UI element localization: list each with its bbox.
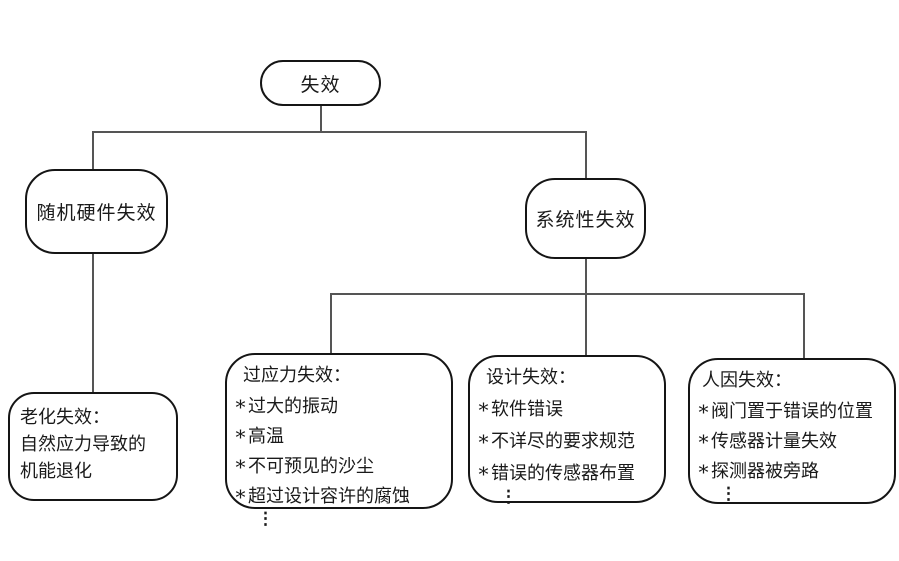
node-failure-root-label: 失效: [300, 73, 341, 96]
design-item-label: 错误的传感器布置: [491, 463, 635, 484]
design-item: *软件错误: [476, 393, 664, 425]
design-item-label: 不详尽的要求规范: [491, 431, 635, 452]
bullet-asterisk: *: [698, 430, 709, 454]
aging-failure-title: 老化失效：: [20, 407, 110, 428]
node-systematic-failure: 系统性失效: [525, 178, 646, 259]
connector-random-hardware-top: [92, 131, 94, 170]
connector-systematic-top: [585, 131, 587, 179]
overstress-item-label: 不可预见的沙尘: [248, 456, 374, 477]
human-item-label: 传感器计量失效: [711, 431, 837, 452]
human-failure-title: 人因失效：: [702, 370, 792, 391]
human-item: *传感器计量失效: [696, 426, 894, 456]
human-item-label: 探测器被旁路: [711, 461, 819, 482]
human-ellipsis: ⋮: [720, 484, 737, 504]
human-item: *探测器被旁路: [696, 456, 894, 486]
overstress-item: *高温: [233, 421, 451, 451]
node-design-failure: 设计失效： *软件错误 *不详尽的要求规范 *错误的传感器布置 ⋮: [468, 355, 666, 507]
connector-random-hardware-to-aging: [92, 252, 94, 393]
node-aging-failure: 老化失效： 自然应力导致的 机能退化: [8, 392, 178, 501]
human-item: *阀门置于错误的位置: [696, 396, 894, 426]
connector-level2-horizontal: [330, 293, 804, 295]
bullet-asterisk: *: [478, 398, 489, 422]
bullet-asterisk: *: [235, 485, 246, 509]
bullet-asterisk: *: [235, 455, 246, 479]
node-human-factor-failure: 人因失效： *阀门置于错误的位置 *传感器计量失效 *探测器被旁路 ⋮: [688, 358, 896, 504]
overstress-item-label: 高温: [248, 426, 284, 447]
overstress-item-label: 超过设计容许的腐蚀: [248, 486, 410, 507]
connector-systematic-to-design: [585, 257, 587, 356]
overstress-item: *超过设计容许的腐蚀: [233, 481, 451, 511]
design-ellipsis: ⋮: [500, 487, 517, 507]
aging-failure-line2: 机能退化: [20, 461, 92, 482]
bullet-asterisk: *: [235, 395, 246, 419]
bullet-asterisk: *: [698, 400, 709, 424]
connector-overstress-top: [330, 293, 332, 354]
connector-root-down: [320, 104, 322, 132]
overstress-ellipsis: ⋮: [257, 509, 274, 529]
bullet-asterisk: *: [235, 425, 246, 449]
aging-failure-line1: 自然应力导致的: [20, 434, 146, 455]
design-item: *不详尽的要求规范: [476, 425, 664, 457]
node-systematic-failure-label: 系统性失效: [535, 209, 636, 231]
bullet-asterisk: *: [698, 460, 709, 484]
connector-human-top: [803, 293, 805, 359]
node-random-hardware-failure-label: 随机硬件失效: [36, 202, 157, 224]
human-item-label: 阀门置于错误的位置: [711, 401, 873, 422]
overstress-item-label: 过大的振动: [248, 396, 338, 417]
overstress-failure-title: 过应力失效：: [243, 365, 351, 386]
overstress-item: *过大的振动: [233, 391, 451, 421]
design-failure-title: 设计失效：: [486, 367, 576, 388]
node-failure-root: 失效: [260, 60, 381, 106]
bullet-asterisk: *: [478, 430, 489, 454]
design-item: *错误的传感器布置: [476, 457, 664, 489]
design-item-label: 软件错误: [491, 399, 563, 420]
connector-level1-horizontal: [92, 131, 586, 133]
overstress-item: *不可预见的沙尘: [233, 451, 451, 481]
node-overstress-failure: 过应力失效： *过大的振动 *高温 *不可预见的沙尘 *超过设计容许的腐蚀 ⋮: [225, 353, 453, 528]
node-random-hardware-failure: 随机硬件失效: [25, 169, 168, 254]
bullet-asterisk: *: [478, 462, 489, 486]
